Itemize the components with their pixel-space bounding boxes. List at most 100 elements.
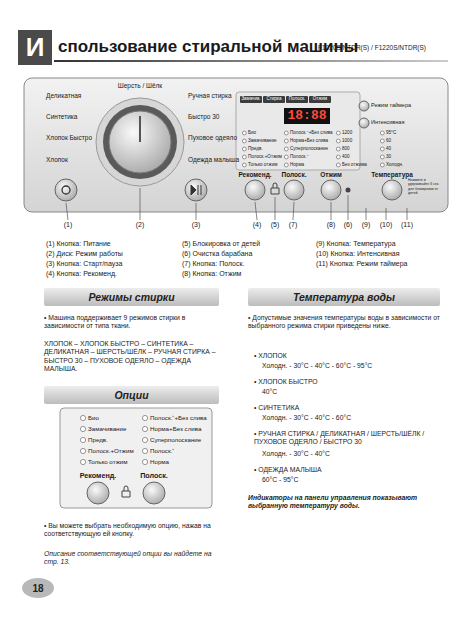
page-number: 18	[22, 578, 54, 598]
indicator-led	[336, 131, 340, 135]
power-symbol	[62, 186, 70, 194]
body-text: 60°C - 95°C	[262, 476, 440, 484]
option-indicator: 1200	[342, 130, 378, 136]
indicator-led	[242, 147, 246, 151]
indicator-led	[142, 437, 147, 442]
display-tab: Замачив.	[240, 96, 262, 103]
body-text: • ОДЕЖДА МАЛЫША	[254, 466, 440, 474]
indicator-led	[80, 437, 85, 442]
callout-number: (2)	[130, 221, 150, 230]
body-text: Описание соответствующей опции вы найдет…	[44, 550, 220, 567]
indicator-led	[284, 163, 288, 167]
option-indicator: 30	[386, 154, 416, 160]
dial-program: Синтетика	[46, 113, 102, 121]
page-title: спользование стиральной машины	[58, 36, 358, 57]
option-indicator: Замачивание	[248, 138, 286, 144]
dial-program: Хлопок	[46, 156, 102, 164]
node-text: Температура воды	[293, 291, 395, 303]
lock-note: Нажмите и удерживайте 3 сек. для блокиро…	[408, 178, 446, 196]
option-indicator: Полоск.⁺+Без слива	[290, 130, 338, 136]
indicator-led	[80, 448, 85, 453]
callout-legend: (2) Диск: Режим работы	[46, 250, 180, 259]
dial-rim	[96, 98, 184, 186]
indicator-led	[242, 131, 246, 135]
button-label: Рекоменд.	[232, 171, 278, 179]
lock-icon	[122, 486, 130, 497]
start-button	[185, 179, 207, 201]
callout-number: (9)	[356, 221, 376, 230]
option-indicator: Без отжима	[342, 162, 378, 168]
indicator-led	[380, 139, 384, 143]
indicator-led	[336, 139, 340, 143]
dial-program: Быстро 30	[188, 113, 242, 121]
callout-legend: (7) Кнопка: Полоск.	[182, 260, 316, 269]
body-text: Индикаторы на панели управления показыва…	[248, 494, 440, 511]
indicator-led	[380, 131, 384, 135]
option-indicator: Полоск.+Отжим	[88, 447, 142, 455]
indicator-label: Интенсивная	[371, 119, 441, 126]
intensive-button	[359, 118, 369, 128]
section-heading: Температура воды	[248, 288, 440, 306]
callout-legend: (6) Очистка барабана	[182, 250, 316, 259]
option-indicator: Норма	[150, 458, 210, 466]
callout-legend: (1) Кнопка: Питание	[46, 240, 180, 249]
indicator-led	[142, 415, 147, 420]
button-label: Рекоменд.	[72, 471, 124, 480]
indicator-led	[242, 139, 246, 143]
dial-ring	[103, 105, 177, 179]
body-text: Холодн. - 30°C - 40°C - 60°C	[262, 414, 440, 422]
callout-number: (6)	[338, 221, 358, 230]
indicator-led	[142, 426, 147, 431]
callout-legend: (4) Кнопка: Рекоменд.	[46, 270, 180, 279]
temperature-button	[382, 180, 402, 200]
leader-lines	[66, 188, 407, 220]
option-indicator: Полоск.⁺	[290, 154, 338, 160]
callout-legend: (10) Кнопка: Интенсивная	[316, 250, 450, 259]
callout-number: (1)	[58, 221, 78, 230]
dial-pointer	[139, 116, 141, 142]
option-indicator: Полоск.⁺	[150, 447, 210, 455]
indicator-led	[336, 147, 340, 151]
option-button	[245, 180, 265, 200]
body-text: • ХЛОПОК	[254, 352, 440, 360]
option-indicator: Замачивание	[88, 425, 142, 433]
lock-icon	[271, 183, 279, 194]
body-text: • Вы можете выбрать необходимую опцию, н…	[44, 522, 220, 539]
body-text: • РУЧНАЯ СТИРКА / ДЕЛИКАТНАЯ / ШЕРСТЬ/ШЁ…	[254, 430, 440, 447]
option-indicator: Био	[248, 130, 286, 136]
option-indicator: Предв.	[248, 146, 286, 152]
body-text: Холодн. - 30°C - 40°C	[262, 450, 440, 458]
indicator-led	[80, 459, 85, 464]
callout-number: (8)	[321, 221, 341, 230]
button-label: Полоск.	[130, 471, 178, 480]
rinse-button	[143, 482, 165, 504]
body-text: • СИНТЕТИКА	[254, 404, 440, 412]
option-indicator: Только отжим	[88, 458, 142, 466]
callout-legend: (5) Блокировка от детей	[182, 240, 316, 249]
option-indicator: 400	[342, 154, 378, 160]
node-text: Режимы стирки	[88, 291, 174, 303]
indicator-led	[242, 163, 246, 167]
rinse-button	[284, 180, 304, 200]
option-indicator: Холодн.	[386, 162, 416, 168]
callout-legend: (3) Кнопка: Старт/пауза	[46, 260, 180, 269]
indicator-label: Режим таймера	[371, 102, 441, 109]
option-indicator: Био	[88, 414, 142, 422]
indicator-led	[284, 139, 288, 143]
node-text: 18	[32, 583, 43, 594]
callout-legend: (11) Кнопка: Режим таймера	[316, 260, 450, 269]
callout-number: (11)	[397, 221, 417, 230]
indicator-led	[284, 147, 288, 151]
indicator-led	[242, 155, 246, 159]
indicator-led	[80, 426, 85, 431]
indicator-led	[142, 459, 147, 464]
body-text: • Допустимые значения температуры воды в…	[248, 314, 440, 331]
callout-number: (3)	[186, 221, 206, 230]
section-heading: Опции	[44, 386, 219, 404]
body-text: ХЛОПОК – ХЛОПОК БЫСТРО – СИНТЕТИКА – ДЕЛ…	[44, 340, 222, 374]
title-initial: И	[18, 30, 52, 65]
option-indicator: 800	[342, 146, 378, 152]
callout-number: (10)	[376, 221, 396, 230]
option-indicator: Норма+Без слива	[290, 138, 338, 144]
model-number: F1020S/NTDR(S) / F1220S/NTDR(S)	[318, 44, 458, 52]
